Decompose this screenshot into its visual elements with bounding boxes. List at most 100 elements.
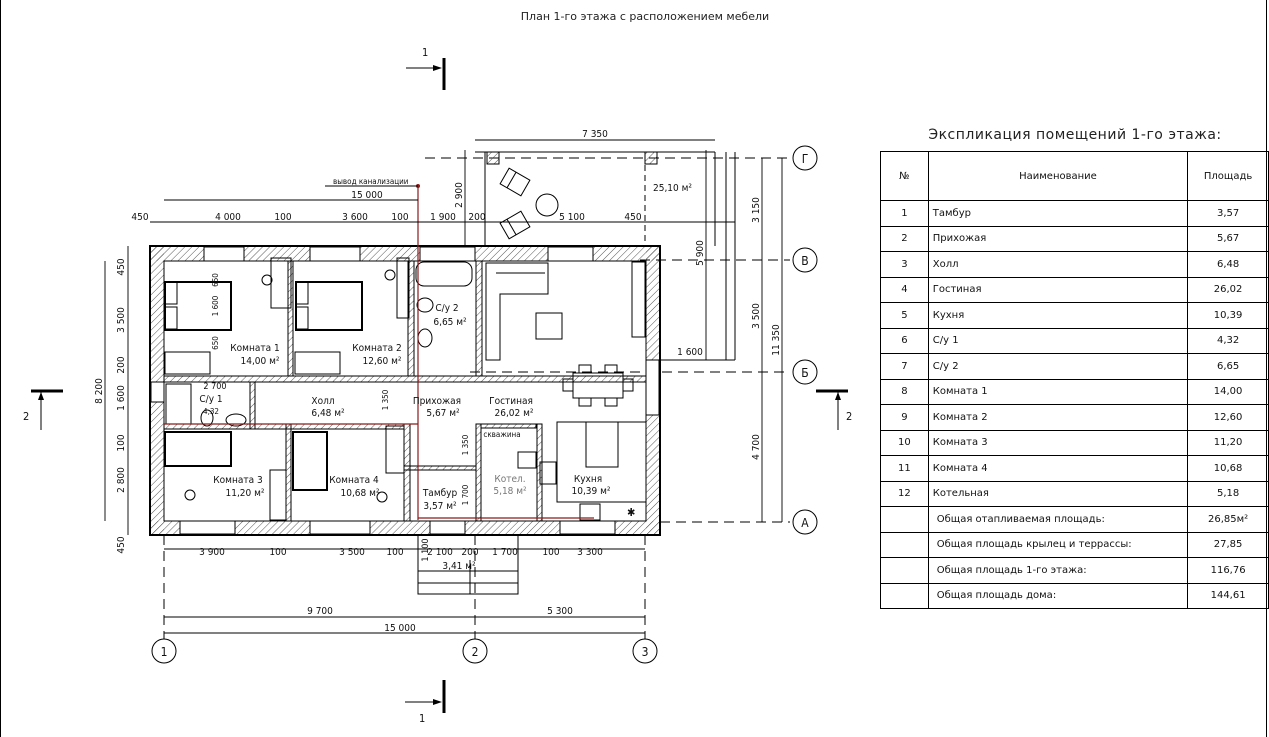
room-area: 10,39 м² xyxy=(572,486,611,497)
sewer-outlet-label: вывод канализации xyxy=(333,177,409,186)
room-area: 12,60 м² xyxy=(363,356,402,367)
room-area: 4,32 xyxy=(203,407,219,416)
section-mark-1-top: 1 xyxy=(406,46,446,90)
header-area: Площадь xyxy=(1187,151,1269,201)
cell-total-name: Общая площадь крылец и террассы: xyxy=(927,531,1189,558)
dim-right-terrace: 5 900 xyxy=(695,240,706,266)
dim-bottom-3: 100 xyxy=(386,547,403,558)
dim-porch-depth: 1 100 xyxy=(421,538,431,561)
cell-area: 3,57 xyxy=(1187,200,1269,227)
dim-top-6: 200 xyxy=(468,212,485,223)
dim-top-0: 450 xyxy=(131,212,148,223)
room-name: Комната 4 xyxy=(329,475,379,486)
cell-name: Тамбур xyxy=(927,200,1189,227)
section-label-top: 1 xyxy=(422,46,428,59)
room-name: Холл xyxy=(311,396,334,407)
sewer-line xyxy=(164,186,594,520)
chair-icon xyxy=(384,269,396,281)
room-name: Комната 3 xyxy=(213,475,262,486)
dim-left-5: 2 800 xyxy=(116,467,127,493)
dim-left-1: 3 500 xyxy=(116,307,127,333)
room-name: С/у 2 xyxy=(435,303,458,314)
cell-name: Комната 1 xyxy=(927,378,1189,405)
cell-empty xyxy=(880,557,929,584)
bed-icon xyxy=(292,431,328,491)
well-label: скважина xyxy=(483,430,520,439)
axis-label-a: А xyxy=(801,516,809,530)
dim-top-7: 5 100 xyxy=(559,212,585,223)
vent-icon: ✱ xyxy=(627,506,635,519)
cell-total-area: 116,76 xyxy=(1187,557,1269,584)
bed-icon xyxy=(164,281,232,331)
dim-terrace-width: 7 350 xyxy=(582,129,608,140)
cell-area: 5,18 xyxy=(1187,480,1269,507)
dimension-lines xyxy=(104,139,783,634)
terrace-area: 25,10 м² xyxy=(653,183,692,194)
dim-terrace-depth: 2 900 xyxy=(454,182,465,208)
cell-num: 11 xyxy=(880,455,929,482)
cell-num: 7 xyxy=(880,353,929,380)
dim-top-4: 100 xyxy=(391,212,408,223)
dim-right-offset: 1 600 xyxy=(677,347,703,358)
header-name: Наименование xyxy=(927,151,1189,201)
coffee-table-icon xyxy=(535,312,563,340)
cell-name: С/у 1 xyxy=(927,327,1189,354)
total-row: Общая площадь крылец и террассы:27,85 xyxy=(880,531,1269,558)
tv-stand-icon xyxy=(631,261,646,338)
sheet-border-left xyxy=(0,0,1,737)
chair-icon xyxy=(261,274,273,286)
cell-num: 8 xyxy=(880,378,929,405)
section-mark-1-bottom: 1 xyxy=(405,680,446,725)
porch xyxy=(417,534,519,595)
section-label-left: 2 xyxy=(23,410,29,423)
room-area: 11,20 м² xyxy=(226,488,265,499)
dim-right-1: 3 500 xyxy=(751,303,762,329)
dim-left-3: 1 600 xyxy=(116,385,127,411)
drawing-title: План 1-го этажа с расположением мебели xyxy=(520,10,770,23)
dim-left-2: 200 xyxy=(116,356,127,373)
cell-area: 12,60 xyxy=(1187,404,1269,431)
stove-icon xyxy=(539,461,557,485)
dim-top-3: 3 600 xyxy=(342,212,368,223)
radiator-icon xyxy=(164,351,211,375)
cell-area: 5,67 xyxy=(1187,225,1269,252)
room-area: 3,57 м² xyxy=(423,501,457,512)
room-name: Прихожая xyxy=(413,396,461,407)
radiator-icon xyxy=(269,469,287,521)
cell-num: 1 xyxy=(880,200,929,227)
axis-label-v: В xyxy=(801,254,808,268)
cell-total-name: Общая отапливаемая площадь: xyxy=(927,506,1189,533)
explication-title: Экспликация помещений 1-го этажа: xyxy=(928,127,1222,143)
cell-name: Комната 3 xyxy=(927,429,1189,456)
section-mark-2-left: 2 xyxy=(23,389,63,430)
cell-total-name: Общая площадь 1-го этажа: xyxy=(927,557,1189,584)
cell-name: Котельная xyxy=(927,480,1189,507)
cell-name: С/у 2 xyxy=(927,353,1189,380)
room-name: С/у 1 xyxy=(199,394,222,405)
header-num: № xyxy=(880,151,929,201)
cell-name: Гостиная xyxy=(927,276,1189,303)
cell-num: 6 xyxy=(880,327,929,354)
cell-empty xyxy=(880,506,929,533)
table-header-row: № Наименование Площадь xyxy=(880,151,1269,201)
room-area: 6,65 м² xyxy=(433,317,467,328)
axis-bubbles xyxy=(151,145,818,664)
room-name: Комната 2 xyxy=(352,343,401,354)
dim-right-0: 3 150 xyxy=(751,197,762,223)
axis-label-1: 1 xyxy=(161,645,168,659)
cell-name: Комната 4 xyxy=(927,455,1189,482)
cell-num: 12 xyxy=(880,480,929,507)
floor-plan: 1 1 2 2 1 2 xyxy=(23,46,852,725)
exterior-walls xyxy=(149,245,661,536)
axis-bubble-1 xyxy=(151,638,177,664)
total-row: Общая отапливаемая площадь:26,85м² xyxy=(880,506,1269,533)
cell-area: 14,00 xyxy=(1187,378,1269,405)
toilet-icon xyxy=(200,409,214,427)
axis-label-g: Г xyxy=(802,152,809,166)
